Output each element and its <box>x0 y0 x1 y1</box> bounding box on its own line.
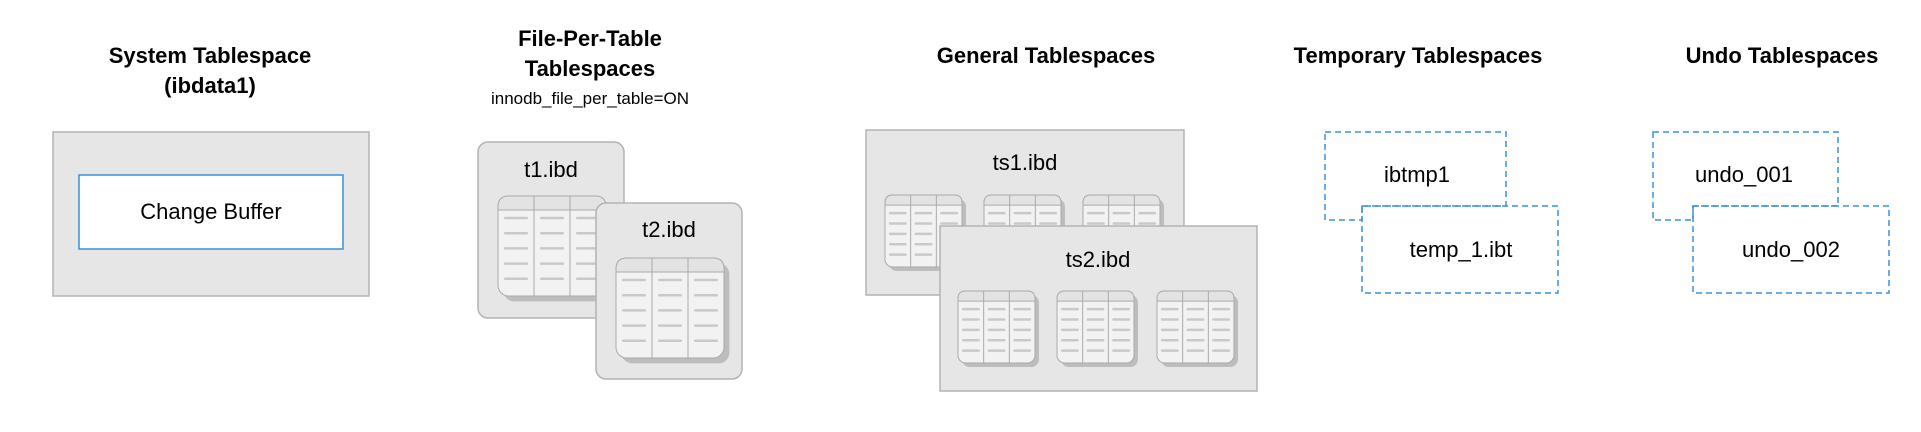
table-icon-body <box>1156 290 1235 364</box>
ts2-ibd-label: ts2.ibd <box>1066 247 1131 272</box>
ts2-table-icon-3 <box>1156 290 1238 367</box>
system-tablespace-title: System Tablespace <box>109 43 312 68</box>
ibtmp1-box <box>1324 131 1507 221</box>
file-per-table-title: File-Per-Table <box>518 26 662 51</box>
table-icon-header <box>1056 290 1135 302</box>
table-icon-header <box>615 257 725 273</box>
ibtmp1-label: ibtmp1 <box>1384 162 1450 187</box>
general-tablespaces-group: General Tablespaces ts1.ibd ts2.ibd <box>865 43 1258 392</box>
t2-table-icon <box>615 257 730 364</box>
file-per-table-group: File-Per-Table Tablespaces innodb_file_p… <box>477 26 743 380</box>
general-tablespaces-title: General Tablespaces <box>937 43 1156 68</box>
temp-1-ibt-label: temp_1.ibt <box>1410 237 1513 262</box>
table-icon-header <box>983 194 1062 206</box>
table-icon-body <box>497 195 607 297</box>
t1-table-icon <box>497 195 612 302</box>
system-tablespace-filename: (ibdata1) <box>164 73 256 98</box>
temp-1-ibt-box <box>1361 205 1559 294</box>
ts1-ibd-label: ts1.ibd <box>993 150 1058 175</box>
system-tablespace-group: System Tablespace (ibdata1) Change Buffe… <box>52 43 370 297</box>
undo-tablespaces-title: Undo Tablespaces <box>1686 43 1879 68</box>
ts2-table-icon-2 <box>1056 290 1138 367</box>
table-icon-body <box>1056 290 1135 364</box>
table-icon-header <box>1156 290 1235 302</box>
file-per-table-setting: innodb_file_per_table=ON <box>491 89 689 108</box>
table-icon-header <box>884 194 963 206</box>
table-icon-header <box>497 195 607 211</box>
change-buffer-box <box>78 174 344 250</box>
undo-002-label: undo_002 <box>1742 237 1840 262</box>
t2-ibd-label: t2.ibd <box>642 217 696 242</box>
temporary-tablespaces-group: Temporary Tablespaces ibtmp1 temp_1.ibt <box>1294 43 1559 294</box>
undo-001-label: undo_001 <box>1695 162 1793 187</box>
t1-ibd-label: t1.ibd <box>524 157 578 182</box>
undo-002-box <box>1692 205 1890 294</box>
table-icon-body <box>957 290 1036 364</box>
undo-tablespaces-group: Undo Tablespaces undo_001 undo_002 <box>1652 43 1890 294</box>
file-per-table-title-line2: Tablespaces <box>525 56 655 81</box>
temporary-tablespaces-title: Temporary Tablespaces <box>1294 43 1543 68</box>
ts2-table-icon-1 <box>957 290 1039 367</box>
table-icon-header <box>1082 194 1161 206</box>
change-buffer-label: Change Buffer <box>140 199 281 224</box>
table-icon-header <box>957 290 1036 302</box>
table-icon-body <box>615 257 725 359</box>
